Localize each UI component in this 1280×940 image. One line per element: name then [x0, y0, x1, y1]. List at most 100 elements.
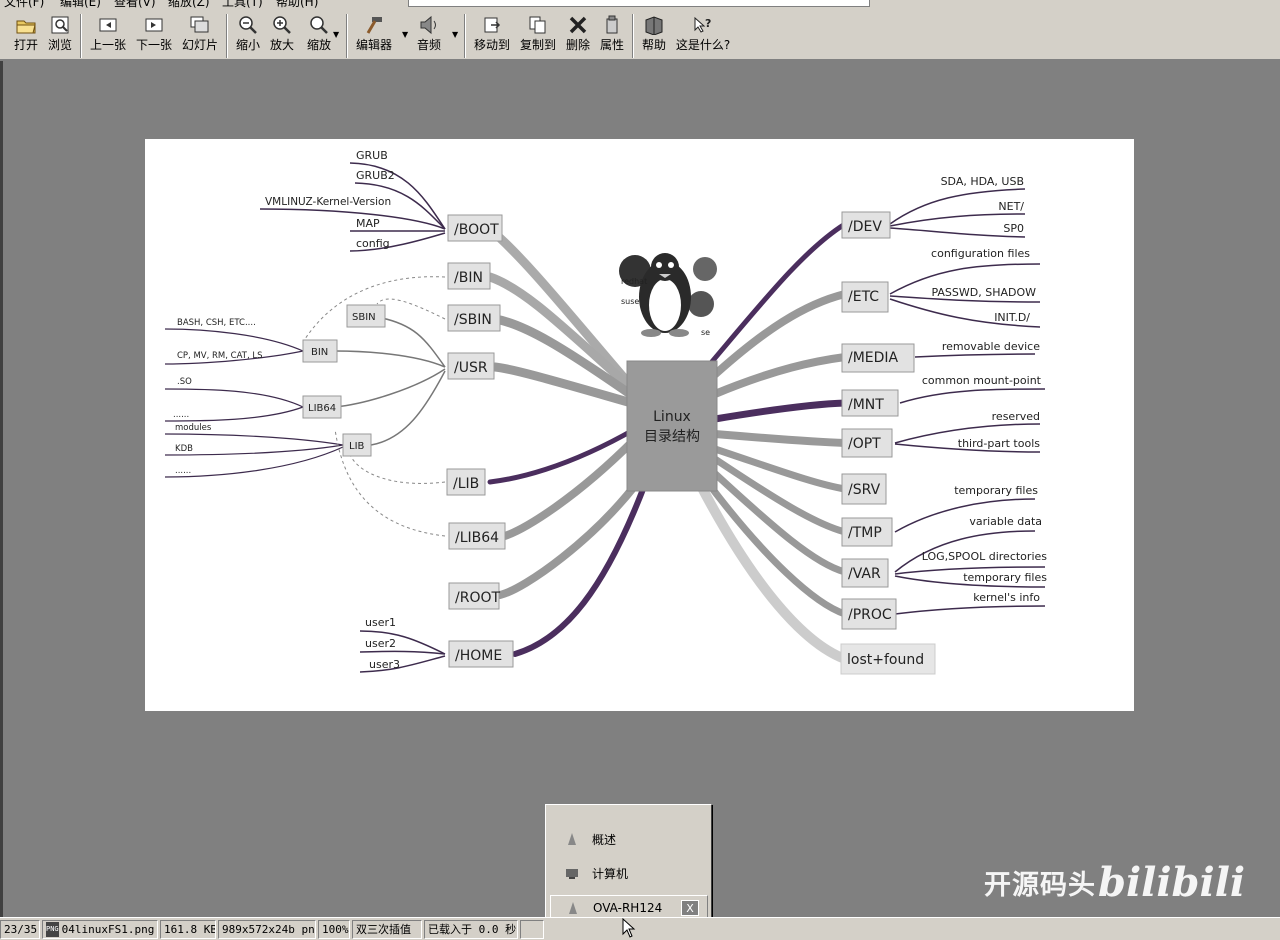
usr-node-lib64 — [302, 395, 342, 419]
etc-child-2: PASSWD, SHADOW — [931, 286, 1036, 299]
usr-lib64-child-2: ...... — [173, 410, 189, 420]
address-box[interactable] — [408, 0, 870, 7]
center-node — [626, 360, 718, 492]
node-tmp-label: /TMP — [848, 525, 882, 541]
audio-button[interactable]: 音频 — [414, 12, 444, 58]
zoom-in-icon — [271, 12, 293, 38]
browse-button[interactable]: 浏览 — [46, 12, 74, 58]
status-filesize: 161.8 KB — [160, 920, 216, 939]
whats-this-icon: ? — [692, 12, 714, 38]
home-child-user1: user1 — [365, 616, 396, 629]
usr-lib-child-3: ...... — [175, 466, 191, 476]
editor-button[interactable]: 编辑器 — [354, 12, 394, 58]
node-mnt — [841, 389, 899, 417]
copy-to-button[interactable]: 复制到 — [518, 12, 558, 58]
menu-view[interactable]: 查看(V) — [114, 0, 156, 8]
home-child-user2: user2 — [365, 637, 396, 650]
center-label-line1: Linux — [653, 409, 691, 425]
delete-button[interactable]: 删除 — [564, 12, 592, 58]
node-etc — [841, 281, 889, 313]
media-child-1: removable device — [942, 340, 1040, 353]
properties-button[interactable]: 属性 — [598, 12, 626, 58]
opt-child-2: third-part tools — [958, 437, 1041, 450]
zoom-out-button[interactable]: 缩小 — [234, 12, 262, 58]
status-filename-cell: PNG 04linuxFS1.png — [42, 920, 158, 939]
menu-zoom[interactable]: 缩放(Z) — [168, 0, 210, 8]
usr-node-bin-label: BIN — [311, 347, 328, 358]
slideshow-button[interactable]: 幻灯片 — [180, 12, 220, 58]
node-lost-found — [840, 643, 936, 675]
move-to-icon — [481, 12, 503, 38]
menu-file[interactable]: 文件(F) — [4, 0, 45, 8]
usr-lib-child-kdb: KDB — [175, 444, 193, 454]
node-opt — [841, 428, 893, 458]
boot-child-config: config — [356, 237, 390, 250]
usr-node-sbin-label: SBIN — [352, 312, 376, 323]
menu-tools[interactable]: 工具(T) — [222, 0, 263, 8]
status-zoom: 100% — [318, 920, 350, 939]
context-popup: 概述 计算机 OVA-RH124 X — [545, 804, 712, 934]
popup-item-ova-rh124[interactable]: OVA-RH124 X — [550, 895, 708, 921]
toolbar: 打开 浏览 上一张 下一张 幻灯片 缩小 放大 缩放 ▼ 编辑器 ▼ 音频 ▼ — [0, 8, 1280, 60]
open-button[interactable]: 打开 — [12, 12, 40, 58]
zoom-dropdown-icon[interactable]: ▼ — [333, 30, 340, 39]
properties-icon — [601, 12, 623, 38]
usr-node-lib-label: LIB — [349, 441, 365, 452]
node-lib-label: /LIB — [453, 476, 479, 492]
close-icon[interactable]: X — [681, 900, 699, 916]
audio-dropdown-icon[interactable]: ▼ — [452, 30, 459, 39]
copy-to-icon — [527, 12, 549, 38]
node-opt-label: /OPT — [848, 436, 881, 452]
se-logo-text: se — [701, 328, 710, 337]
zoom-button[interactable]: 缩放 — [304, 12, 334, 58]
redhat-logo-text: redhat — [621, 277, 647, 286]
usr-node-bin — [302, 339, 338, 363]
dev-child-1: SDA, HDA, USB — [941, 175, 1024, 188]
etc-child-1: configuration files — [931, 247, 1030, 260]
var-child-2: LOG,SPOOL directories — [922, 550, 1047, 563]
previous-button[interactable]: 上一张 — [88, 12, 128, 58]
home-child-user3: user3 — [369, 658, 400, 671]
previous-icon — [97, 12, 119, 38]
status-dimensions: 989x572x24b png — [218, 920, 316, 939]
popup-item-computer[interactable]: 计算机 — [564, 860, 704, 886]
folder-open-icon — [15, 12, 37, 38]
node-lib64 — [448, 522, 506, 550]
usr-node-lib — [342, 433, 372, 457]
svg-text:?: ? — [705, 17, 711, 30]
node-lib64-label: /LIB64 — [455, 530, 499, 546]
node-mnt-label: /MNT — [848, 397, 884, 413]
zoom-in-button[interactable]: 放大 — [268, 12, 296, 58]
slideshow-icon — [189, 12, 211, 38]
status-index: 23/35 — [0, 920, 40, 939]
boot-child-grub2: GRUB2 — [356, 169, 395, 182]
png-file-icon: PNG — [46, 922, 59, 937]
mouse-cursor-icon — [622, 918, 636, 938]
whats-this-button[interactable]: ? 这是什么? — [674, 12, 732, 58]
node-proc-label: /PROC — [848, 607, 892, 623]
node-var-label: /VAR — [848, 566, 881, 582]
usr-bin-child-1: BASH, CSH, ETC.... — [177, 318, 256, 328]
zoom-icon — [308, 12, 330, 38]
next-button[interactable]: 下一张 — [134, 12, 174, 58]
node-lost-found-label: lost+found — [847, 652, 924, 668]
status-filename: 04linuxFS1.png — [61, 923, 155, 936]
menu-edit[interactable]: 编辑(E) — [60, 0, 101, 8]
popup-item-overview[interactable]: 概述 — [564, 826, 704, 852]
node-sbin-label: /SBIN — [454, 312, 492, 328]
tux-logo: redhat suse se — [619, 253, 717, 337]
node-tmp — [841, 517, 893, 547]
dev-child-3: SP0 — [1003, 222, 1024, 235]
move-to-button[interactable]: 移动到 — [472, 12, 512, 58]
editor-dropdown-icon[interactable]: ▼ — [402, 30, 409, 39]
linux-directory-mindmap: Linux 目录结构 redhat suse se /BOOT /BIN /SB… — [164, 149, 1047, 675]
menu-help[interactable]: 帮助(H) — [276, 0, 319, 8]
delete-icon — [567, 12, 589, 38]
node-media — [841, 343, 915, 373]
node-proc — [841, 598, 897, 630]
node-boot-label: /BOOT — [454, 222, 499, 238]
help-button[interactable]: 帮助 — [640, 12, 668, 58]
hammer-icon — [363, 12, 385, 38]
computer-icon — [564, 865, 580, 881]
node-sbin — [447, 304, 501, 332]
